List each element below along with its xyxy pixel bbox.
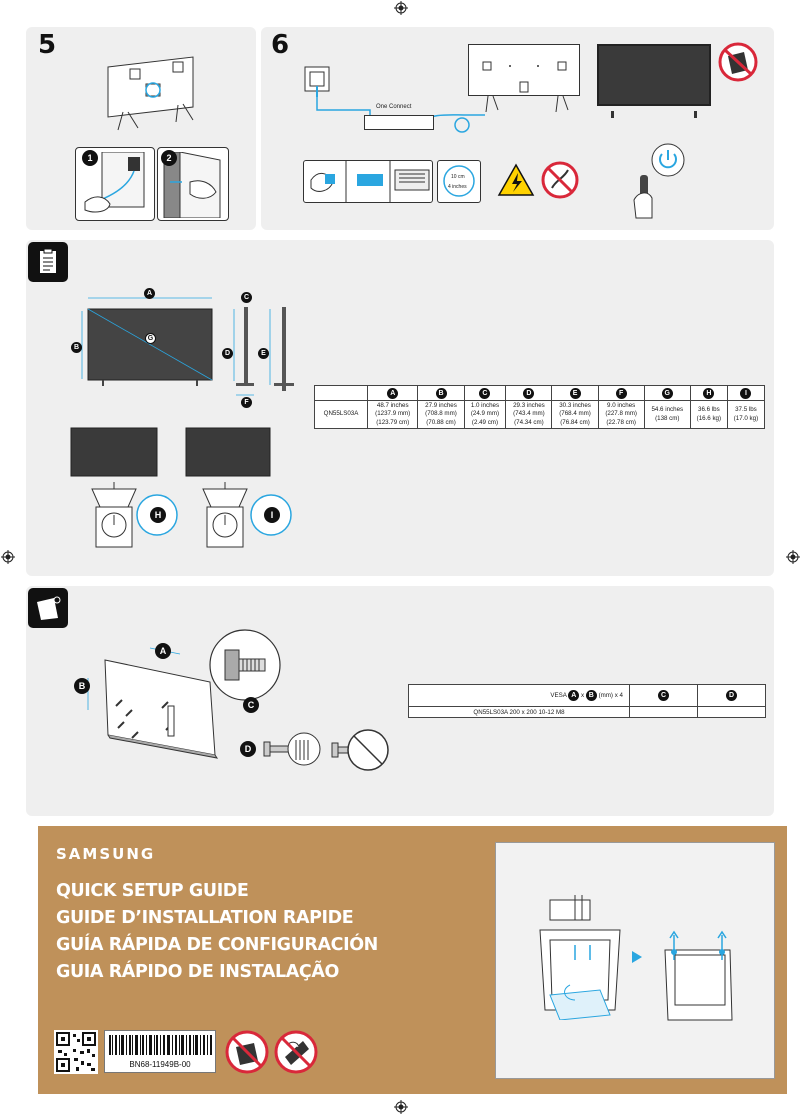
mount-label-d: D <box>240 741 256 757</box>
specs-header-e: E <box>551 385 599 401</box>
dim-label-e: E <box>258 348 269 359</box>
one-connect-label: One Connect <box>376 104 412 110</box>
specs-header-g: G <box>643 385 691 401</box>
next-step-arrow-icon <box>631 950 643 968</box>
cable-length-cm: 10 cm <box>451 174 465 180</box>
specs-cell-a: 48.7 inches(1237.9 mm)(123.79 cm) <box>366 399 419 430</box>
specifications-icon <box>28 242 68 282</box>
wall-mount-diagram <box>80 640 250 765</box>
dim-label-b: B <box>71 342 82 353</box>
mount-label-b: B <box>74 678 90 694</box>
step5-number: 5 <box>38 30 57 60</box>
specifications-table: A B C D E F G H I QN55LS03A 48.7 inches(… <box>314 385 766 430</box>
vesa-header-row: VESA A x B (mm) x 4 C D <box>408 684 766 707</box>
barcode: BN68-11949B-00 <box>104 1030 216 1073</box>
table-row: QN55LS03A 48.7 inches(1237.9 mm)(123.79 … <box>314 399 766 430</box>
incorrect-screw-warning-icon <box>330 725 390 780</box>
dim-label-g: G <box>145 333 156 344</box>
specs-cell-g: 54.6 inches(138 cm) <box>643 399 691 430</box>
wall-outlet-illustration <box>303 65 333 102</box>
cable-length-ring <box>441 163 477 204</box>
specs-header-model <box>314 385 368 401</box>
port-detail-art <box>303 160 433 208</box>
step6-number: 6 <box>271 30 290 60</box>
weight-diagram-1 <box>70 427 180 557</box>
qr-code <box>54 1030 98 1074</box>
specs-cell-c: 1.0 inches(24.9 mm)(2.49 cm) <box>463 399 507 430</box>
samsung-logo: SAMSUNG <box>56 845 156 863</box>
vesa-header-spec: VESA A x B (mm) x 4 <box>408 684 630 707</box>
unboxing-illustration-1 <box>530 890 630 1025</box>
no-grip-screen-warning-icon <box>273 1029 319 1080</box>
remote-power-illustration <box>630 140 690 225</box>
dim-label-f: F <box>241 397 252 408</box>
vesa-cell-d <box>697 706 766 718</box>
correct-screw-illustration <box>262 730 322 775</box>
specs-cell-f: 9.0 inches(227.8 mm)(22.78 cm) <box>597 399 645 430</box>
step5-detail-art-2 <box>160 151 228 223</box>
table-row: QN55LS03A 200 x 200 10-12 M8 <box>408 706 766 718</box>
registration-mark-right <box>786 550 800 569</box>
tv-front-illustration <box>597 44 711 106</box>
specs-cell-h: 36.6 lbs(16.6 kg) <box>689 399 728 430</box>
no-lay-flat-warning-icon <box>224 1029 270 1080</box>
step5-tv-back-illustration <box>98 52 208 147</box>
dim-label-a: A <box>144 288 155 299</box>
vesa-cell-c <box>629 706 698 718</box>
specs-header-c: C <box>463 385 507 401</box>
cable-coil <box>452 115 472 140</box>
one-connect-box <box>364 115 434 130</box>
title-spanish: GUÍA RÁPIDA DE CONFIGURACIÓN <box>56 935 378 955</box>
specs-header-d: D <box>505 385 553 401</box>
specs-header-b: B <box>417 385 465 401</box>
vesa-header-d: D <box>697 684 766 707</box>
specs-header-h: H <box>689 385 728 401</box>
electric-shock-warning-icon <box>497 163 535 202</box>
cable-length-inches: 4 inches <box>448 184 467 190</box>
specs-cell-i: 37.5 lbs(17.0 kg) <box>726 399 766 430</box>
step5-substep-1: 1 <box>82 150 98 166</box>
specs-header-row: A B C D E F G H I <box>314 385 766 401</box>
vesa-header-c: C <box>629 684 698 707</box>
specs-cell-e: 30.3 inches(768.4 mm)(76.84 cm) <box>551 399 599 430</box>
tv-back-details <box>468 44 580 124</box>
no-pressing-screen-warning-icon <box>718 42 758 87</box>
screw-detail-magnifier <box>205 625 285 710</box>
specs-cell-d: 29.3 inches(743.4 mm)(74.34 cm) <box>505 399 553 430</box>
registration-mark-top <box>394 1 408 20</box>
registration-mark-left <box>1 550 15 569</box>
vesa-table: VESA A x B (mm) x 4 C D QN55LS03A 200 x … <box>408 684 766 718</box>
weight-label-i: I <box>264 507 280 523</box>
registration-mark-bottom <box>394 1100 408 1116</box>
step5-detail-art-1 <box>80 151 152 223</box>
tv-side-diagram <box>228 295 298 410</box>
no-cable-bending-warning-icon <box>540 160 580 205</box>
specs-header-f: F <box>597 385 645 401</box>
weight-label-h: H <box>150 507 166 523</box>
barcode-bars <box>109 1035 212 1055</box>
tv-front-feet <box>597 106 711 124</box>
wall-mount-icon <box>28 588 68 628</box>
specs-cell-b: 27.9 inches(708.8 mm)(70.88 cm) <box>417 399 465 430</box>
vesa-row-text: QN55LS03A 200 x 200 10-12 M8 <box>408 706 630 718</box>
tv-dimension-diagram <box>70 295 220 400</box>
dim-label-d: D <box>222 348 233 359</box>
step5-substep-2: 2 <box>161 150 177 166</box>
specs-header-a: A <box>366 385 419 401</box>
title-english: QUICK SETUP GUIDE <box>56 881 249 901</box>
unboxing-illustration-2 <box>660 930 740 1035</box>
weight-diagram-2 <box>185 427 295 557</box>
title-french: GUIDE D’INSTALLATION RAPIDE <box>56 908 354 928</box>
dim-label-c: C <box>241 292 252 303</box>
product-code: BN68-11949B-00 <box>129 1060 191 1069</box>
specs-model-name: QN55LS03A <box>314 399 368 430</box>
mount-label-a: A <box>155 643 171 659</box>
specs-header-i: I <box>726 385 766 401</box>
title-portuguese: GUIA RÁPIDO DE INSTALAÇÃO <box>56 962 339 982</box>
mount-label-c: C <box>243 697 259 713</box>
